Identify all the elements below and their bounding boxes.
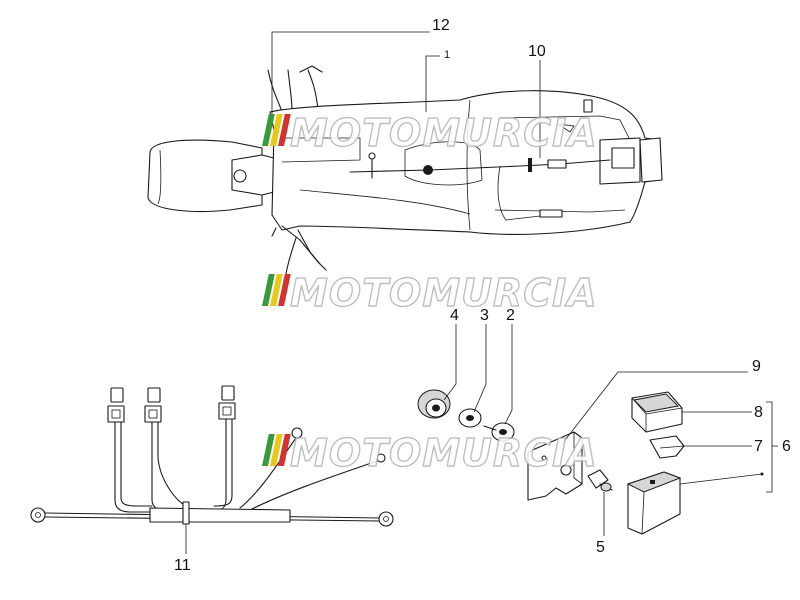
callout-11: 11 (174, 557, 191, 574)
callout-labels: 12 1 10 4 3 2 9 8 7 6 5 11 (174, 17, 791, 574)
fuse-bracket-9 (527, 431, 583, 501)
scooter-frame (147, 65, 663, 275)
watermark-bottom: MOTOMURCIA (262, 430, 598, 476)
fuse-base-6 (626, 471, 682, 535)
callout-7: 7 (754, 438, 763, 455)
watermark-text: MOTOMURCIA (290, 111, 598, 155)
grommet-nut-4 (417, 389, 451, 419)
watermark-text: MOTOMURCIA (290, 271, 598, 315)
callout-2: 2 (506, 307, 515, 324)
callout-12: 12 (432, 17, 450, 34)
washer-3 (458, 408, 482, 428)
fuse-7 (649, 435, 685, 459)
callout-1: 1 (444, 49, 450, 61)
watermark-top: MOTOMURCIA (262, 110, 598, 156)
connector-left (107, 387, 125, 423)
watermark-stripe-yellow (270, 114, 283, 146)
washer-2 (483, 422, 515, 442)
callout-8: 8 (754, 404, 763, 421)
connector-right (218, 385, 236, 420)
watermark-text: MOTOMURCIA (290, 431, 598, 475)
connector-middle (144, 387, 162, 423)
watermark-stripe-green (262, 114, 275, 146)
callout-10: 10 (528, 43, 546, 60)
screw-5 (587, 469, 613, 492)
fuse-cover-8 (631, 391, 683, 433)
wiring-harness (30, 385, 394, 527)
callout-4: 4 (450, 307, 459, 324)
watermark-middle: MOTOMURCIA (262, 270, 598, 316)
watermark-stripe-red (278, 114, 291, 146)
callout-6: 6 (782, 438, 791, 455)
callout-5: 5 (596, 539, 605, 556)
callout-3: 3 (480, 307, 489, 324)
leader-lines (185, 31, 778, 554)
callout-9: 9 (752, 358, 761, 375)
